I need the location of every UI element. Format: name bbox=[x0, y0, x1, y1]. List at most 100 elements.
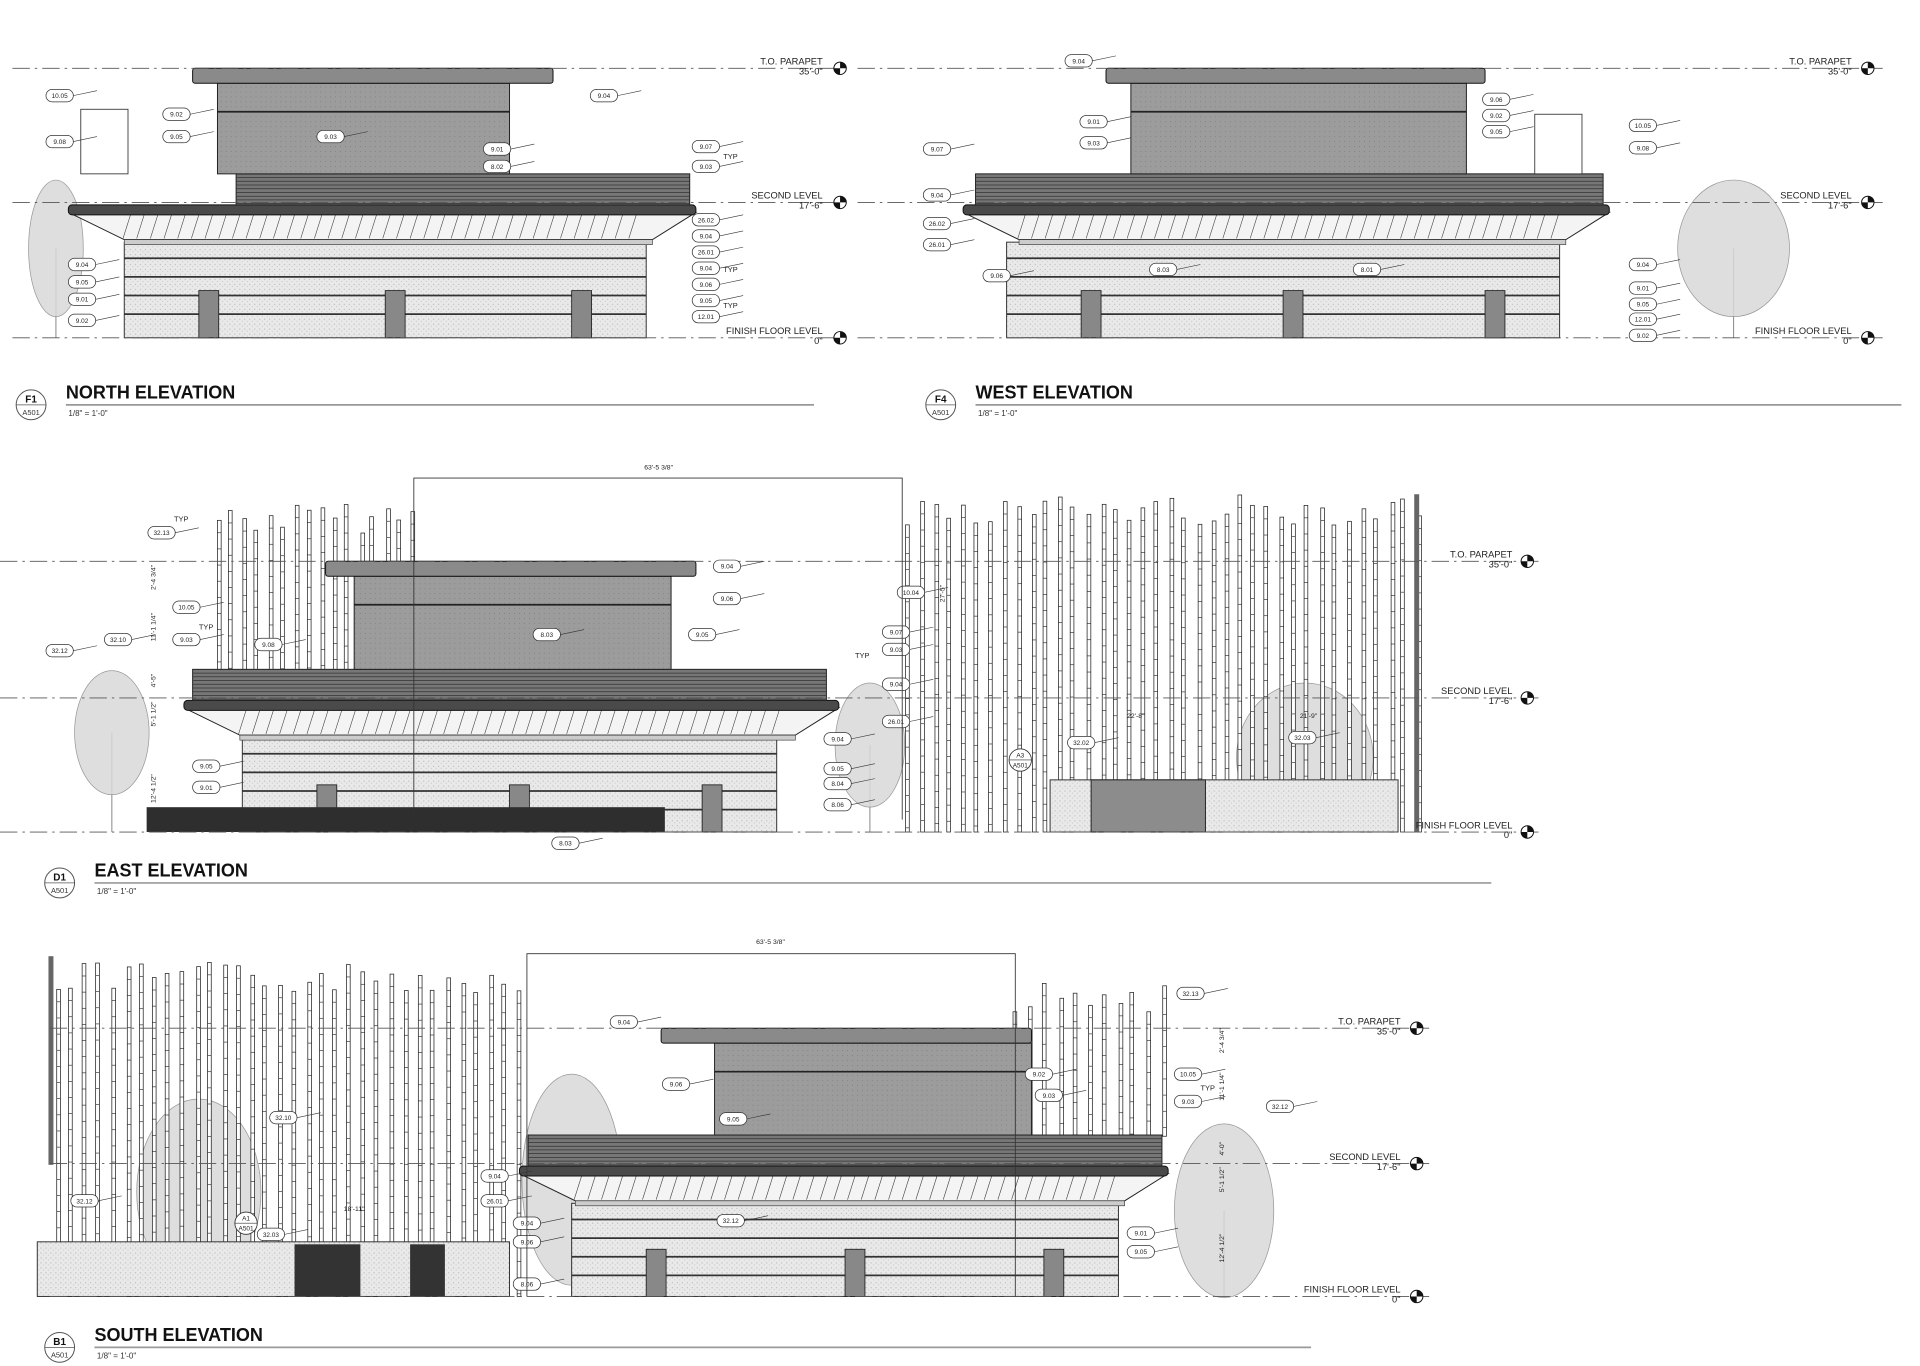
dimension-label: 27'-5" bbox=[939, 584, 946, 602]
soffit-slat bbox=[1044, 214, 1053, 239]
keynote-leader bbox=[508, 1195, 532, 1202]
keynote-label: 9.05 bbox=[696, 632, 709, 639]
keynote-tag bbox=[67, 257, 97, 272]
soffit-slat bbox=[587, 214, 596, 239]
keynote-leader bbox=[719, 161, 744, 167]
keynote-tag bbox=[269, 1111, 298, 1125]
soffit-slat bbox=[683, 1175, 692, 1200]
keynote-tag bbox=[881, 625, 911, 639]
keynote-leader bbox=[175, 527, 199, 534]
bamboo-stalk bbox=[1129, 992, 1134, 1137]
soffit-slat bbox=[1065, 1175, 1075, 1200]
keynote-label: 9.04 bbox=[700, 266, 713, 273]
keynote-leader bbox=[540, 1236, 565, 1243]
keynote-leader bbox=[1656, 298, 1681, 305]
soffit-slat bbox=[648, 710, 657, 735]
view-scale: 1/8" = 1'-0" bbox=[97, 887, 136, 896]
keynote-leader bbox=[95, 294, 120, 300]
soffit-slat bbox=[177, 214, 186, 239]
bamboo-stalk bbox=[332, 517, 338, 696]
keynote-tag bbox=[691, 293, 720, 308]
keynote-label: 9.06 bbox=[1490, 97, 1503, 104]
keynote-tag bbox=[1628, 118, 1657, 133]
keynote-leader bbox=[851, 763, 875, 769]
keynote-tag bbox=[922, 216, 952, 231]
soffit-slat bbox=[614, 1175, 623, 1200]
view-title: EAST ELEVATION bbox=[94, 861, 247, 881]
keynote-label: 9.01 bbox=[200, 785, 213, 792]
soffit-slat bbox=[1038, 1175, 1047, 1200]
keynote-label: 9.05 bbox=[1135, 1249, 1148, 1256]
keynote-label: 8.06 bbox=[831, 802, 844, 809]
level-name: FINISH FLOOR LEVEL bbox=[1304, 1285, 1401, 1295]
level-datum-icon bbox=[1410, 1022, 1423, 1035]
reference-number: A1 bbox=[242, 1216, 250, 1223]
keynote-label: 9.04 bbox=[931, 192, 944, 199]
keynote-label: 9.04 bbox=[1072, 58, 1085, 65]
soffit-slat bbox=[204, 214, 213, 239]
dimension-label: 12'-4 1/2" bbox=[1219, 1233, 1226, 1262]
door bbox=[645, 1248, 667, 1297]
keynote-leader bbox=[282, 639, 306, 645]
keynote-leader bbox=[1176, 264, 1201, 270]
steel-post bbox=[1414, 494, 1420, 833]
keynote-tag bbox=[712, 559, 742, 573]
soffit-slat bbox=[1093, 1175, 1102, 1200]
keynote-leader bbox=[1107, 137, 1131, 144]
keynote-tag bbox=[316, 130, 345, 144]
soffit-slat bbox=[669, 1175, 678, 1200]
soffit-slat bbox=[519, 214, 528, 239]
keynote-tag bbox=[256, 1227, 285, 1241]
keynote-tag bbox=[823, 798, 852, 812]
soffit-slat bbox=[273, 214, 282, 239]
soffit-slat bbox=[806, 1175, 815, 1200]
keynote-tag bbox=[1482, 92, 1511, 106]
keynote-tag bbox=[483, 159, 512, 173]
level-datum-icon bbox=[1410, 1157, 1423, 1170]
bamboo-stalk bbox=[988, 521, 993, 833]
soffit-slat bbox=[191, 214, 200, 239]
keynote-tag bbox=[688, 627, 717, 642]
soffit-slat bbox=[1031, 214, 1040, 239]
keynote-label: 8.03 bbox=[541, 632, 554, 639]
level-name: FINISH FLOOR LEVEL bbox=[1755, 326, 1852, 336]
soffit-slat bbox=[505, 214, 514, 239]
keynote-tag bbox=[1628, 257, 1657, 272]
door bbox=[571, 290, 592, 339]
keynote-leader bbox=[719, 214, 744, 221]
soffit-slat bbox=[1017, 214, 1026, 239]
keynote-tag bbox=[67, 292, 97, 306]
soffit-slat bbox=[320, 710, 329, 735]
keynote-tag bbox=[719, 1112, 748, 1126]
soffit-slat bbox=[470, 710, 479, 735]
keynote-leader bbox=[924, 587, 949, 593]
keynote-leader bbox=[95, 276, 120, 283]
level-name: FINISH FLOOR LEVEL bbox=[726, 326, 823, 336]
upper-floor-wall bbox=[353, 575, 672, 670]
site-gate bbox=[410, 1244, 445, 1297]
dimension-label: 21'-9" bbox=[1300, 713, 1318, 720]
keynote-label: 9.05 bbox=[170, 134, 183, 141]
keynote-leader bbox=[719, 141, 744, 147]
keynote-leader bbox=[510, 161, 535, 167]
keynote-label: 9.05 bbox=[727, 1116, 740, 1123]
keynote-tag bbox=[70, 1194, 99, 1208]
level-name: SECOND LEVEL bbox=[1780, 191, 1851, 201]
keynote-label: 9.08 bbox=[1637, 145, 1650, 152]
dimension-label: 22'-8" bbox=[1127, 713, 1145, 720]
level-name: T.O. PARAPET bbox=[1450, 550, 1513, 560]
soffit-slat bbox=[1126, 214, 1135, 239]
soffit-slat bbox=[716, 710, 725, 735]
keynote-label: 32.12 bbox=[1272, 1104, 1289, 1111]
keynote-tag bbox=[896, 585, 925, 599]
keynote-label: 9.05 bbox=[831, 766, 844, 773]
keynote-label: 32.02 bbox=[1073, 740, 1090, 747]
soffit-slat bbox=[341, 214, 350, 239]
keynote-leader bbox=[1509, 126, 1534, 132]
keynote-label: 9.02 bbox=[1637, 333, 1650, 340]
soffit-slat bbox=[150, 214, 159, 239]
keynote-tag bbox=[1149, 262, 1178, 277]
keynote-tag bbox=[1067, 736, 1096, 750]
soffit-slat bbox=[1386, 214, 1395, 239]
soffit-slat bbox=[511, 710, 520, 735]
